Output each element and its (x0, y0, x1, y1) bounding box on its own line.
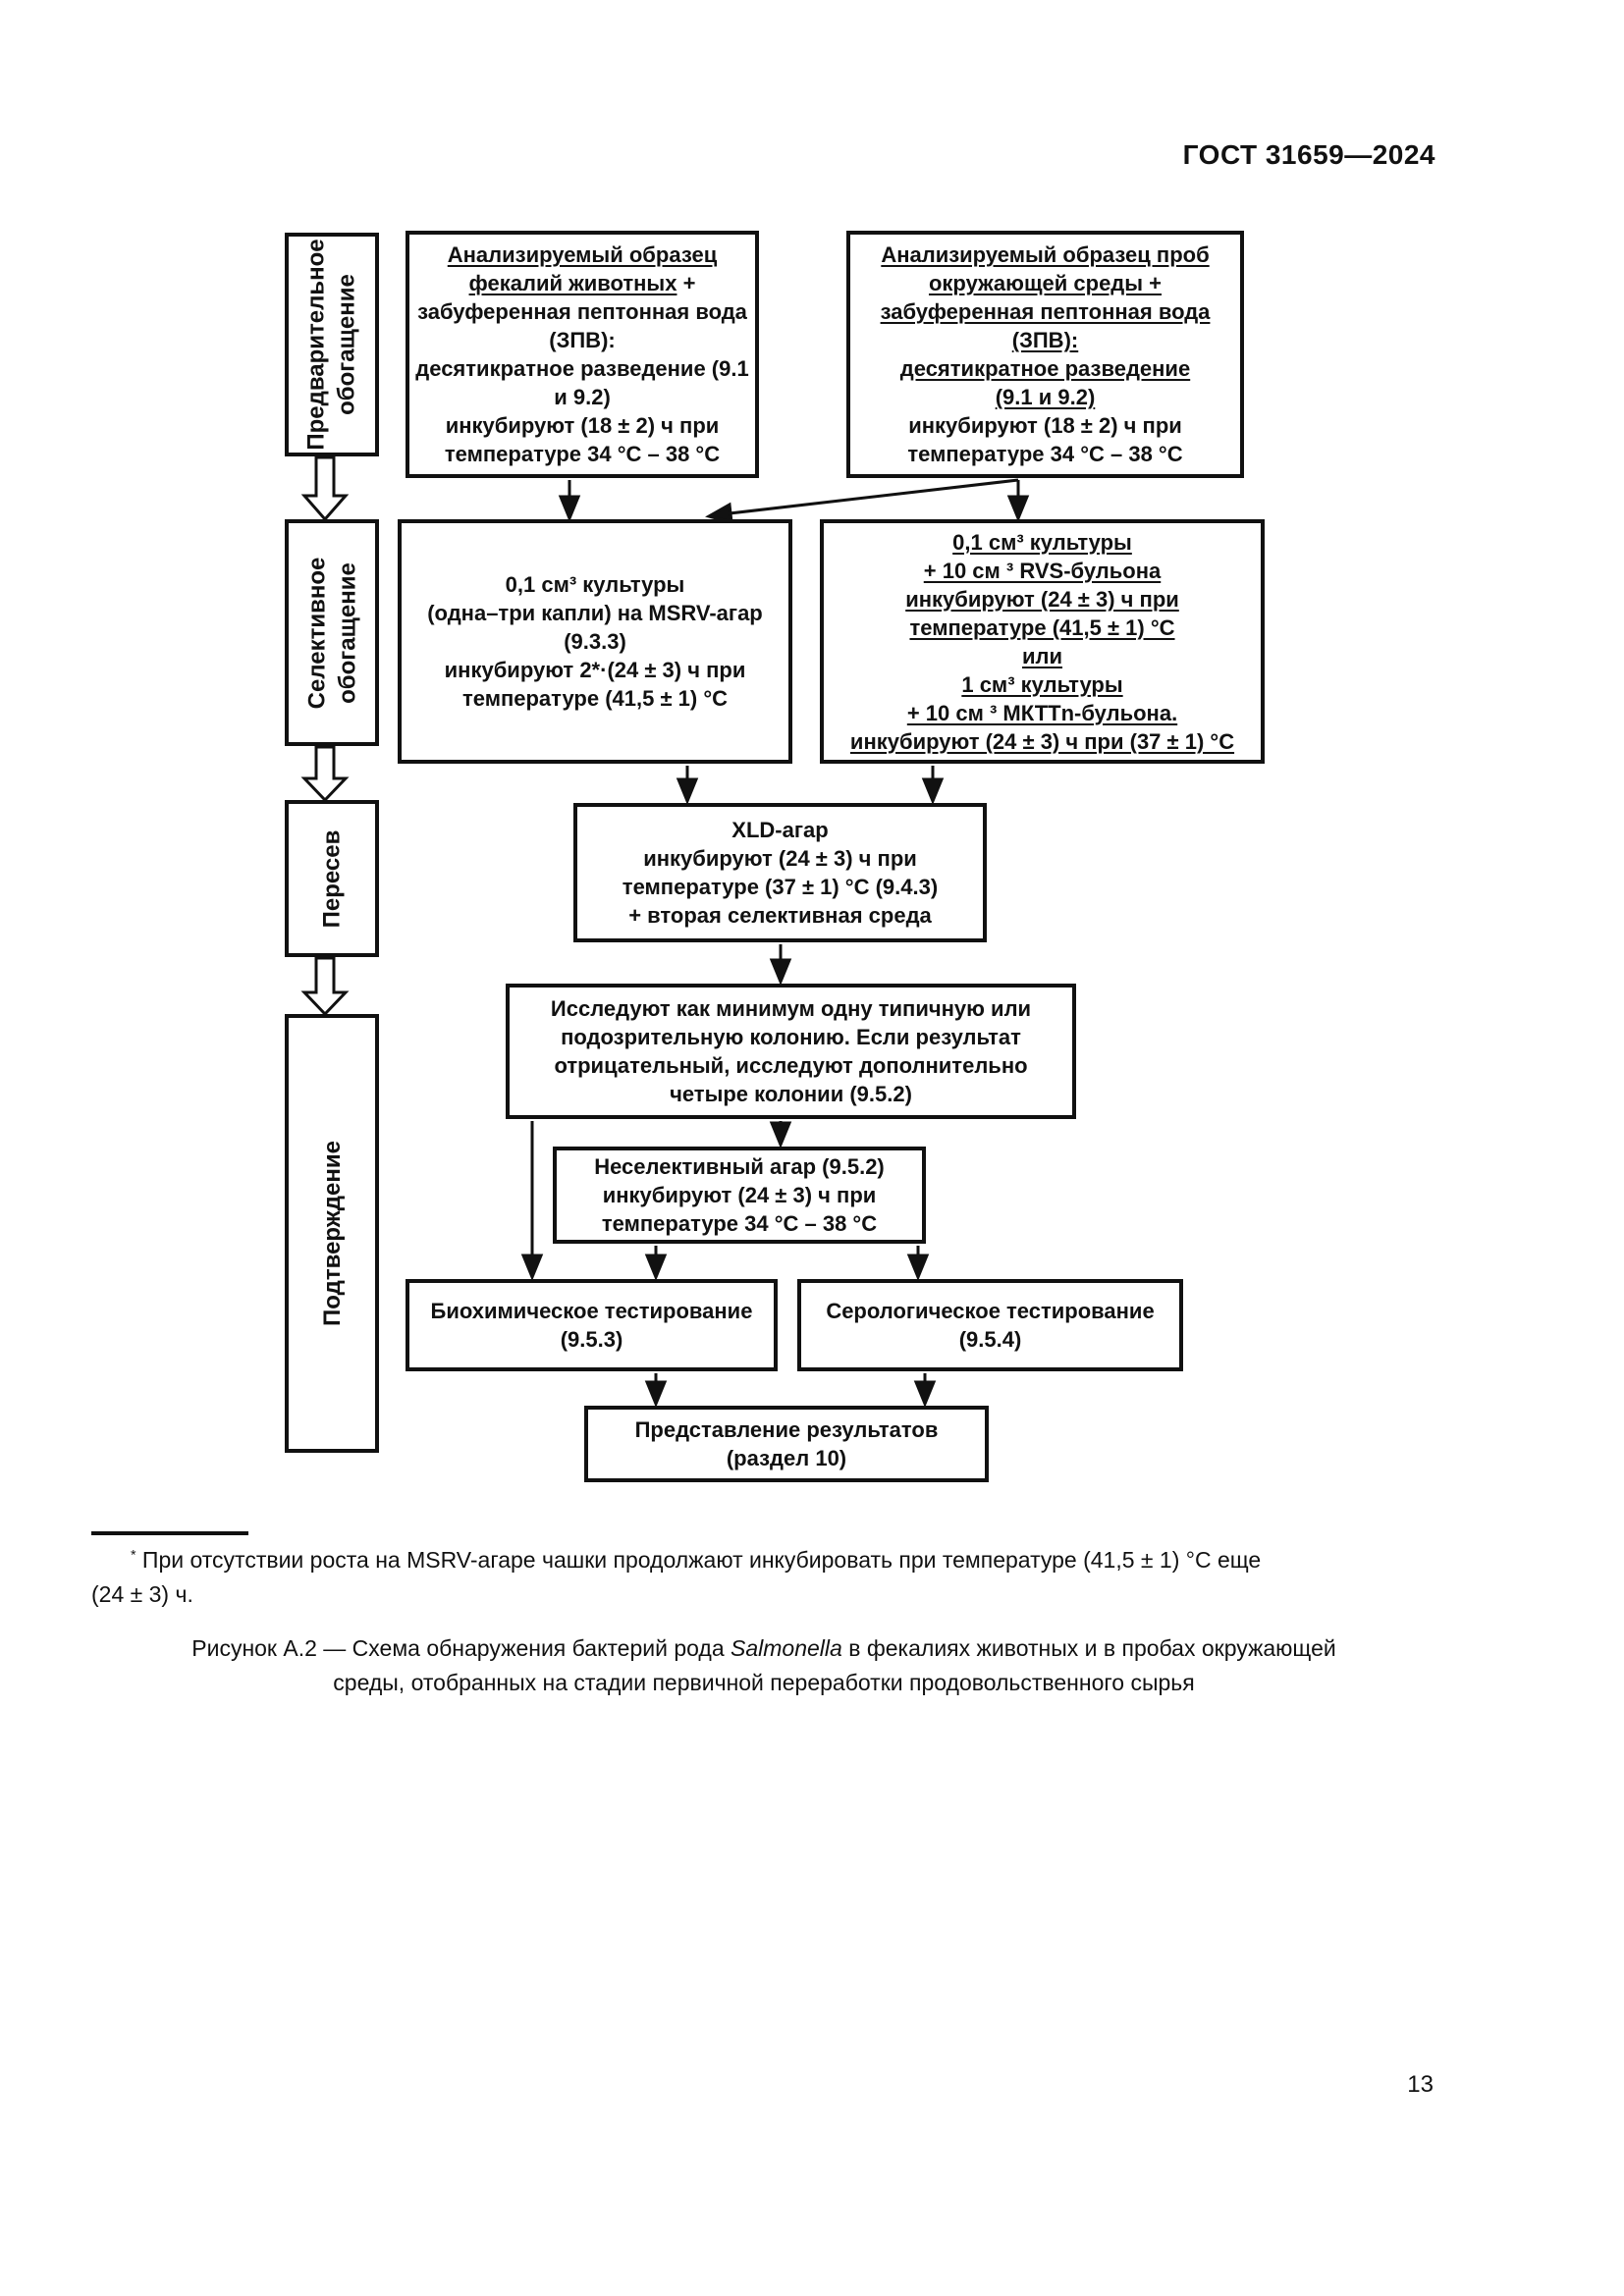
arrow-down (644, 1254, 668, 1281)
document-header: ГОСТ 31659—2024 (1182, 139, 1435, 170)
box-results: Представление результатов(раздел 10) (584, 1406, 989, 1482)
block-arrow-down (300, 455, 350, 522)
footnote-line1: * При отсутствии роста на MSRV-агаре чаш… (131, 1547, 1262, 1573)
box-biochemical-testing: Биохимическое тестирование(9.5.3) (406, 1279, 778, 1371)
footnote-line2: (24 ± 3) ч. (91, 1581, 193, 1607)
arrow-down (769, 958, 792, 986)
box-msrv-agar: 0,1 см³ культуры(одна–три капли) на MSRV… (398, 519, 792, 764)
block-arrow-down (300, 745, 350, 803)
stage-confirmation: Подтверждение (285, 1014, 379, 1453)
arrow-down (520, 1254, 544, 1281)
stage-subculture: Пересев (285, 800, 379, 957)
arrow-down (558, 495, 581, 522)
arrow-down (676, 777, 699, 805)
arrow-down (921, 777, 945, 805)
figure-caption-line1: Рисунок А.2 — Схема обнаружения бактерий… (191, 1635, 1336, 1661)
box-serological-testing: Серологическое тестирование(9.5.4) (797, 1279, 1183, 1371)
figure-caption: Рисунок А.2 — Схема обнаружения бактерий… (91, 1631, 1436, 1700)
stage-label: Пересев (318, 829, 346, 928)
arrow-down (1006, 495, 1030, 522)
arrow-down (644, 1380, 668, 1408)
arrow-down (769, 1121, 792, 1148)
box-nonselective-agar: Неселективный агар (9.5.2)инкубируют (24… (553, 1147, 926, 1244)
block-arrow-down (300, 956, 350, 1017)
page-number: 13 (1407, 2071, 1434, 2098)
footnote-rule (91, 1531, 248, 1535)
arrow-down (906, 1254, 930, 1281)
arrow-down (913, 1380, 937, 1408)
stage-label: Подтверждение (318, 1141, 346, 1326)
figure-caption-line2: среды, отобранных на стадии первичной пе… (333, 1670, 1195, 1695)
